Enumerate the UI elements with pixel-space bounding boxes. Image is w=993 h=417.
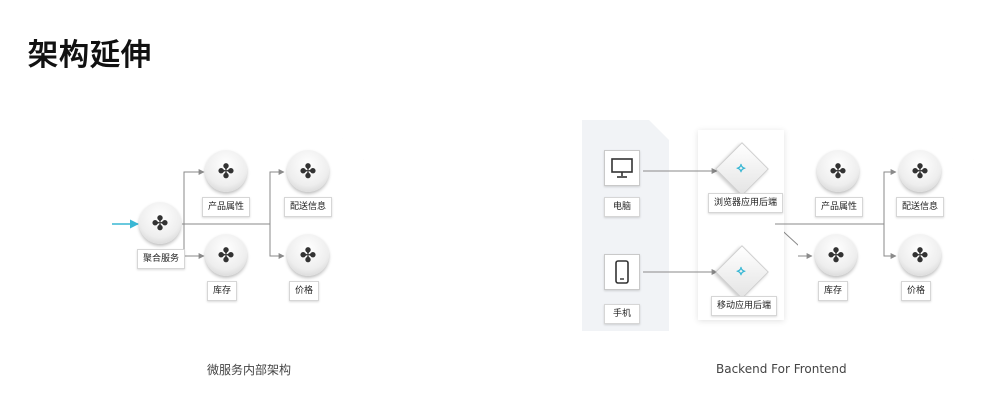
four-leaf-icon: ✤ [217, 159, 235, 183]
bff-shipping-label: 配送信息 [896, 197, 945, 217]
aggregate-service-label: 聚合服务 [137, 249, 186, 269]
four-leaf-icon: ✤ [299, 159, 317, 183]
four-leaf-icon: ✤ [911, 243, 929, 267]
phone-icon [615, 260, 629, 284]
price-label: 价格 [289, 281, 320, 301]
shipping-label: 配送信息 [284, 197, 333, 217]
inventory-label: 库存 [207, 281, 238, 301]
page-title: 架构延伸 [28, 38, 152, 73]
left-diagram-caption: 微服务内部架构 [207, 363, 292, 377]
pc-device [604, 150, 640, 186]
price-node: ✤ [287, 234, 329, 276]
four-leaf-icon: ✤ [827, 243, 845, 267]
cube-icon: ⟡ [736, 160, 746, 176]
bff-shipping-node: ✤ [899, 150, 941, 192]
bff-product-node: ✤ [817, 150, 859, 192]
mobile-backend-label: 移动应用后端 [711, 296, 778, 316]
bff-price-node: ✤ [899, 234, 941, 276]
bff-inventory-label: 库存 [818, 281, 849, 301]
pc-label: 电脑 [604, 197, 640, 217]
shipping-node: ✤ [287, 150, 329, 192]
four-leaf-icon: ✤ [911, 159, 929, 183]
aggregate-service-node: ✤ [139, 202, 181, 244]
four-leaf-icon: ✤ [151, 211, 169, 235]
four-leaf-icon: ✤ [829, 159, 847, 183]
product-label: 产品属性 [202, 197, 251, 217]
bff-price-label: 价格 [901, 281, 932, 301]
bff-product-label: 产品属性 [815, 197, 864, 217]
four-leaf-icon: ✤ [217, 243, 235, 267]
phone-device [604, 254, 640, 290]
monitor-icon [611, 158, 633, 178]
browser-backend-label: 浏览器应用后端 [708, 193, 784, 213]
inventory-node: ✤ [205, 234, 247, 276]
cube-icon: ⟡ [736, 263, 746, 279]
bff-inventory-node: ✤ [815, 234, 857, 276]
right-diagram-caption: Backend For Frontend [716, 362, 847, 376]
product-node: ✤ [205, 150, 247, 192]
phone-label: 手机 [604, 304, 640, 324]
four-leaf-icon: ✤ [299, 243, 317, 267]
